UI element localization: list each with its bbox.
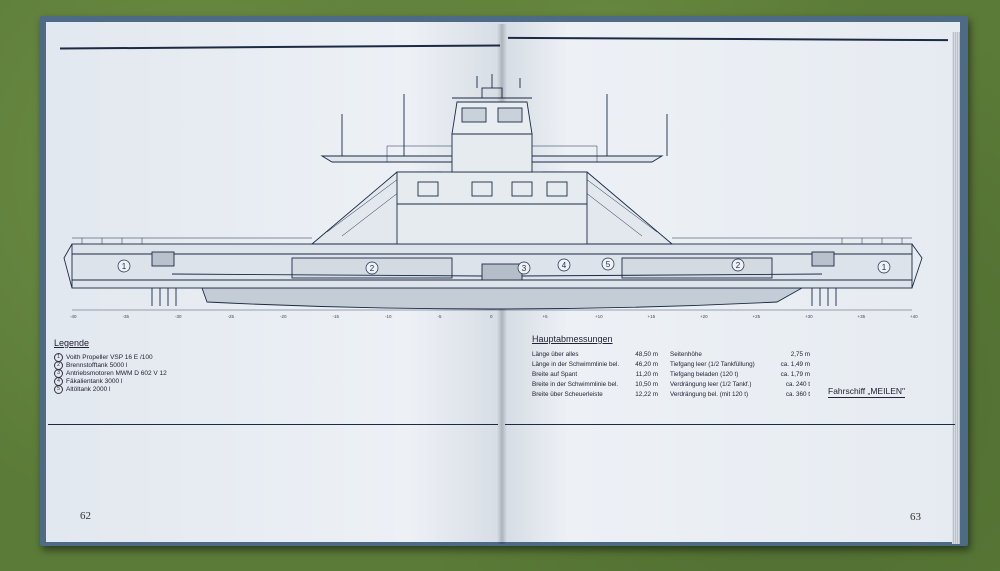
- svg-text:1: 1: [122, 262, 127, 271]
- scale-tick-label: -10: [385, 314, 392, 319]
- callout-2-left: 2: [365, 261, 379, 275]
- scale-tick-label: +10: [595, 314, 603, 319]
- bottom-rule-right: [505, 424, 955, 425]
- dimension-row: Breite über Scheuerleiste 12,22 m Verdräng…: [532, 389, 812, 399]
- dimension-label: Länge in der Schwimmlinie bel.: [532, 360, 620, 368]
- dimension-label: Breite über Scheuerleiste: [532, 390, 603, 398]
- callout-3: 3: [517, 261, 531, 275]
- scale-tick-label: +20: [700, 314, 708, 319]
- dimension-label: Tiefgang leer (1/2 Tankfüllung): [670, 360, 755, 368]
- dimension-label: Verdrängung leer (1/2 Tankf.): [670, 380, 752, 388]
- callout-2-right: 2: [731, 258, 745, 272]
- svg-text:3: 3: [522, 264, 527, 273]
- dimension-value: ca. 240 t: [785, 380, 810, 388]
- hull-bottom: [201, 287, 804, 310]
- dimension-value: 2,75 m: [790, 350, 810, 358]
- scale-tick-label: -15: [332, 314, 340, 319]
- dimension-row: Länge über alles 48,50 m Seitenhöhe 2,75 m: [532, 349, 812, 359]
- dimension-label: Seitenhöhe: [670, 350, 702, 358]
- dimension-value: 46,20 m: [635, 360, 658, 368]
- ship-side-elevation: 1 2 3 4 5 2 1: [63, 74, 923, 311]
- callout-5: 5: [601, 257, 615, 271]
- dimension-label: Verdrängung bel. (mit 120 t): [670, 390, 749, 398]
- scale-tick-label: -5: [437, 314, 442, 319]
- dimension-value: 12,22 m: [635, 390, 658, 398]
- scale-tick-label: +35: [857, 314, 866, 319]
- frame-scale: -40 -35 -30 -25 -20 -15 -10 -5 0 +5 +10 +15 +20 +25 +3…: [70, 314, 920, 322]
- scale-tick-label: +15: [647, 314, 656, 319]
- page-number-right: 63: [910, 511, 921, 523]
- engines: [481, 263, 523, 281]
- legend-text: Antriebsmotoren MWM D 602 V 12: [66, 369, 167, 377]
- svg-text:2: 2: [370, 264, 375, 273]
- scale-tick-label: -40: [70, 314, 77, 319]
- scale-tick-label: +30: [805, 314, 813, 319]
- page-edge: [952, 32, 960, 544]
- scale-tick-label: -35: [122, 314, 130, 319]
- scale-tick-label: +5: [542, 314, 548, 319]
- wheelhouse-base: [451, 133, 533, 173]
- dimension-value: 11,20 m: [635, 370, 658, 378]
- legend-text: Altöltank 2000 l: [66, 385, 111, 393]
- svg-text:4: 4: [562, 261, 567, 270]
- dimension-value: ca. 360 t: [785, 390, 810, 398]
- dimension-row: Breite in der Schwimmlinie bel. 10,50 m Ve…: [532, 379, 812, 389]
- page-number-left: 62: [80, 510, 91, 522]
- scale-tick-label: -20: [280, 314, 287, 319]
- scale-tick-label: +25: [752, 314, 761, 319]
- scale-tick-label: -30: [175, 314, 182, 319]
- callout-1-right: 1: [877, 260, 891, 274]
- dimension-value: ca. 1,79 m: [780, 370, 810, 378]
- dimension-label: Breite auf Spant: [532, 370, 578, 378]
- dimension-row: Breite auf Spant 11,20 m Tiefgang beladen …: [532, 369, 812, 379]
- legend-text: Fäkalientank 3000 l: [66, 377, 123, 385]
- svg-text:5: 5: [606, 260, 611, 269]
- dimension-value: ca. 1,49 m: [780, 360, 810, 368]
- legend-number: 5: [54, 384, 63, 394]
- scale-tick-label: +40: [910, 314, 918, 319]
- propeller-right: [811, 288, 837, 306]
- legend-title: Legende: [54, 338, 90, 348]
- dimension-label: Tiefgang beladen (120 t): [670, 370, 739, 378]
- scale-tick-label: -25: [227, 314, 235, 319]
- propeller-left: [151, 288, 177, 306]
- callout-4: 4: [557, 258, 571, 272]
- dimension-label: Länge über alles: [532, 350, 579, 358]
- ship-name: Fahrschiff „MEILEN": [828, 386, 906, 398]
- dimension-value: 10,50 m: [635, 380, 658, 388]
- dimension-value: 48,50 m: [635, 350, 658, 358]
- dimension-label: Breite in der Schwimmlinie bel.: [532, 380, 619, 388]
- svg-text:1: 1: [882, 263, 887, 272]
- bottom-rule-left: [48, 424, 498, 425]
- callout-1-left: 1: [117, 259, 131, 273]
- svg-text:2: 2: [736, 261, 741, 270]
- dimension-row: Länge in der Schwimmlinie bel. 46,20 m Tie…: [532, 359, 812, 369]
- dimensions-title: Hauptabmessungen: [532, 334, 613, 344]
- legend-text: Brennstofftank 5000 l: [66, 361, 128, 369]
- legend-text: Voith Propeller VSP 16 E /100: [66, 353, 153, 361]
- main-dimensions: Hauptabmessungen Länge über alles 48,50 m…: [532, 334, 812, 399]
- scale-tick-label: 0: [490, 314, 493, 319]
